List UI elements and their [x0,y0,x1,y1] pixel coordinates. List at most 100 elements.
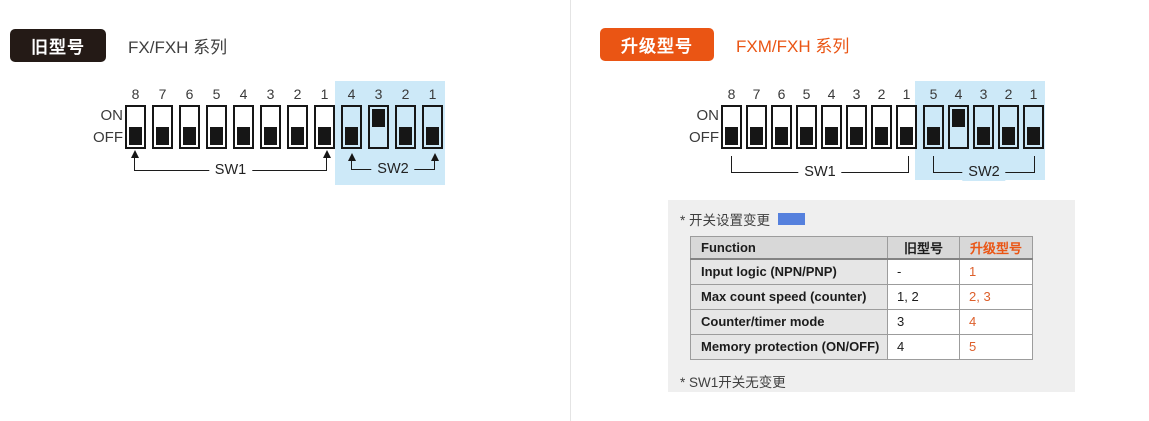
old-model-badge: 旧型号 [10,29,106,62]
switch-change-note-panel: * 开关设置变更 Function 旧型号 升级型号 Input logic (… [668,200,1075,392]
table-row: Input logic (NPN/PNP)-1 [690,258,1033,285]
switch-number: 4 [239,86,248,102]
switch-number: 1 [902,86,911,102]
upgraded-model-header: 升级型号 FXM/FXH 系列 [600,28,849,61]
switch-body [341,105,362,149]
cell-fn: Input logic (NPN/PNP) [690,258,888,285]
switch-number: 1 [428,86,437,102]
switch-body [871,105,892,149]
cell-old: 3 [887,308,960,335]
off-label: OFF [689,129,719,146]
dip-switch-sw2-3: 3 [973,86,994,149]
dip-switch-sw1-2: 2 [871,86,892,149]
switch-body [1023,105,1044,149]
switch-number: 1 [320,86,329,102]
dip-switch-sw2-1: 1 [422,86,443,149]
switch-knob-off [183,127,196,145]
switch-knob-off [775,127,788,145]
switch-body [152,105,173,149]
switch-number: 3 [979,86,988,102]
dip-switch-sw1-2: 2 [287,86,308,149]
panel-divider [570,0,571,421]
switch-number: 7 [158,86,167,102]
dip-switch-sw1-3: 3 [846,86,867,149]
switch-body [395,105,416,149]
dip-switch-sw2-5: 5 [923,86,944,149]
switch-knob-off [850,127,863,145]
switch-knob-off [129,127,142,145]
switch-body [125,105,146,149]
switch-number: 5 [929,86,938,102]
switch-number: 6 [185,86,194,102]
cell-fn: Counter/timer mode [690,308,888,335]
switch-knob-on [952,109,965,127]
switch-number: 4 [347,86,356,102]
table-header-row: Function 旧型号 升级型号 [690,236,1033,260]
switch-knob-off [725,127,738,145]
switch-knob-off [237,127,250,145]
switch-body [796,105,817,149]
on-off-labels: ON OFF [85,86,123,148]
switch-number: 5 [212,86,221,102]
dip-switch-sw1-7: 7 [152,86,173,149]
switch-number: 7 [752,86,761,102]
switch-number: 4 [827,86,836,102]
switch-number: 3 [266,86,275,102]
column-header-function: Function [690,236,888,260]
dip-switch-sw2-2: 2 [395,86,416,149]
switch-knob-off [825,127,838,145]
switch-body [721,105,742,149]
switch-body [846,105,867,149]
upgraded-model-badge: 升级型号 [600,28,714,61]
switch-number: 5 [802,86,811,102]
legend-row: * 开关设置变更 [668,200,1075,229]
on-off-labels: ON OFF [685,86,719,148]
off-label: OFF [93,129,123,146]
switch-knob-on [372,109,385,127]
cell-new: 4 [959,308,1033,335]
switch-knob-off [1002,127,1015,145]
switch-body [973,105,994,149]
switch-body [821,105,842,149]
dip-switch-sw1-4: 4 [233,86,254,149]
sw1-bracket-label: SW1 [798,164,842,181]
sw2-bracket-label: SW2 [962,164,1006,181]
dip-switch-sw1-5: 5 [796,86,817,149]
dip-switch-sw1-4: 4 [821,86,842,149]
switch-number: 6 [777,86,786,102]
switch-number: 8 [727,86,736,102]
column-header-upgraded-model: 升级型号 [959,236,1033,260]
switch-number: 3 [852,86,861,102]
column-header-old-model: 旧型号 [887,236,960,260]
legend-text: * 开关设置变更 [680,213,771,228]
switch-knob-off [927,127,940,145]
cell-old: 4 [887,333,960,360]
cell-fn: Memory protection (ON/OFF) [690,333,888,360]
cell-new: 5 [959,333,1033,360]
sw1-bracket: SW1 [130,150,331,179]
switch-knob-off [426,127,439,145]
switch-body [206,105,227,149]
cell-new: 2, 3 [959,283,1033,310]
switch-body [233,105,254,149]
dip-switch-sw2-2: 2 [998,86,1019,149]
sw1-bracket-label: SW1 [208,162,253,179]
switch-knob-off [900,127,913,145]
dip-switch-sw1-8: 8 [125,86,146,149]
switch-body [179,105,200,149]
switch-body [422,105,443,149]
switch-body [287,105,308,149]
on-label: ON [696,107,720,124]
dip-switch-sw2-4: 4 [948,86,969,149]
switch-knob-off [800,127,813,145]
sw1-no-change-note: * SW1开关无变更 [680,374,786,390]
cell-old: 1, 2 [887,283,960,310]
cell-fn: Max count speed (counter) [690,283,888,310]
dip-switch-sw1-3: 3 [260,86,281,149]
